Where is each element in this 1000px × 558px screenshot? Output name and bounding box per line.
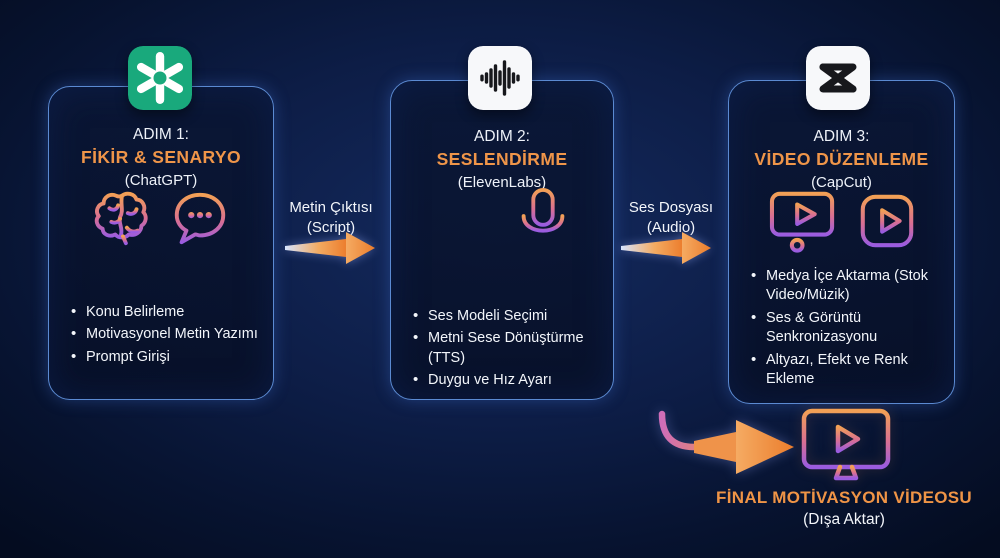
list-item: Konu Belirleme: [71, 302, 265, 323]
final-subtitle: (Dışa Aktar): [803, 511, 885, 528]
step2-illustrations: [391, 187, 613, 251]
step3-title: VİDEO DÜZENLEME: [754, 149, 929, 170]
step1-header: ADIM 1: FİKİR & SENARYO (ChatGPT): [49, 125, 273, 190]
chatgpt-icon: [128, 46, 192, 110]
step3-box: ADIM 3: VİDEO DÜZENLEME (CapCut): [728, 80, 955, 404]
list-item: Motivasyonel Metin Yazımı: [71, 324, 265, 345]
connector1-label: Metin Çıktısı (Script): [266, 198, 396, 237]
arrow-right-icon: [285, 232, 375, 264]
capcut-icon: [806, 46, 870, 110]
voice-app-icon: [468, 46, 532, 110]
step1-illustrations: [49, 187, 273, 249]
waveform-icon: [436, 190, 494, 244]
connector2-label: Ses Dosyası (Audio): [606, 198, 736, 237]
step1-bullets: Konu Belirleme Motivasyonel Metin Yazımı…: [71, 302, 265, 370]
step2-header: ADIM 2: SESLENDİRME (ElevenLabs): [391, 127, 613, 192]
step3-bullets: Medya İçe Aktarma (Stok Video/Müzik) Ses…: [751, 266, 946, 393]
step2-box: ADIM 2: SESLENDİRME (ElevenLabs): [390, 80, 614, 400]
step3-subtitle: (CapCut): [811, 173, 872, 191]
list-item: Prompt Girişi: [71, 347, 265, 368]
arrow-right-icon: [621, 232, 711, 264]
brain-icon: [94, 191, 148, 246]
monitor-play-icon: [801, 408, 891, 485]
step3-illustrations: [729, 189, 954, 253]
microphone-icon: [521, 187, 565, 247]
list-item: Ses & Görüntü Senkronizasyonu: [751, 308, 946, 348]
step1-box: ADIM 1: FİKİR & SENARYO (ChatGPT): [48, 86, 274, 400]
connector1-label-line1: Metin Çıktısı: [289, 199, 373, 216]
step2-bullets: Ses Modeli Seçimi Metni Sese Dönüştürme …: [413, 306, 605, 394]
step2-kicker: ADIM 2:: [474, 128, 530, 145]
list-item: Altyazı, Efekt ve Renk Ekleme: [751, 350, 946, 390]
play-button-icon: [860, 194, 913, 248]
step2-subtitle: (ElevenLabs): [457, 173, 547, 191]
step3-kicker: ADIM 3:: [813, 128, 870, 145]
chat-bubble-icon: [174, 192, 226, 245]
step3-header: ADIM 3: VİDEO DÜZENLEME (CapCut): [729, 127, 954, 192]
list-item: Ses Modeli Seçimi: [413, 306, 605, 327]
step1-subtitle: (ChatGPT): [124, 171, 198, 189]
list-item: Medya İçe Aktarma (Stok Video/Müzik): [751, 266, 946, 306]
connector2-label-line1: Ses Dosyası: [628, 199, 714, 216]
step2-title: SESLENDİRME: [436, 149, 568, 170]
video-editor-icon: [769, 191, 835, 253]
connector1-label-line2: (Script): [306, 218, 356, 236]
list-item: Duygu ve Hız Ayarı: [413, 370, 605, 391]
step1-kicker: ADIM 1:: [133, 126, 189, 143]
list-item: Metni Sese Dönüştürme (TTS): [413, 328, 605, 368]
step1-title: FİKİR & SENARYO: [81, 147, 241, 168]
final-caption: FİNAL MOTİVASYON VİDEOSU (Dışa Aktar): [688, 488, 1000, 529]
final-title: FİNAL MOTİVASYON VİDEOSU: [716, 488, 972, 507]
connector2-label-line2: (Audio): [646, 218, 696, 236]
